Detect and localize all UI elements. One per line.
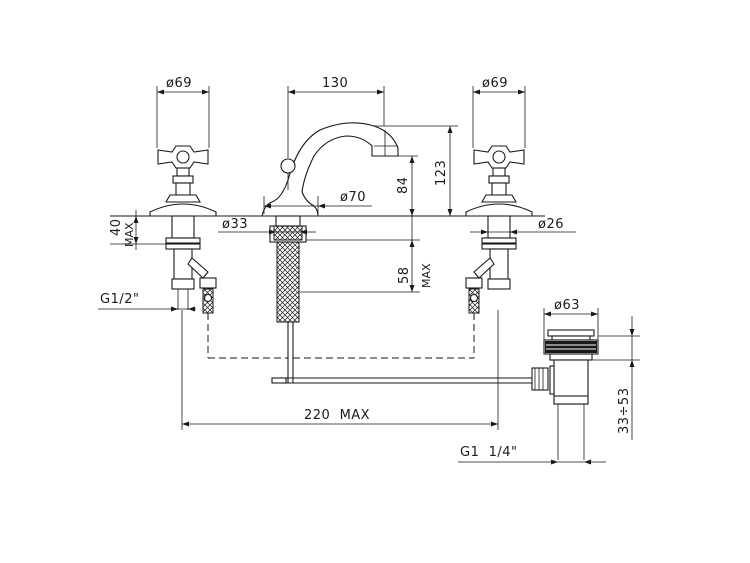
dim-width-max: 220 MAX bbox=[304, 408, 370, 423]
dim-drain-dia: ø63 bbox=[554, 298, 580, 313]
dim-spout-height-upper: 84 bbox=[396, 176, 411, 194]
dimension-labels: ø69 130 ø69 123 84 ø70 ø33 ø26 40 MAX 58… bbox=[100, 76, 632, 460]
dim-handle-left-dia: ø69 bbox=[166, 76, 192, 91]
dim-shank-dia-right: ø26 bbox=[538, 217, 564, 232]
right-valve bbox=[465, 145, 533, 358]
dim-deck-max-left-suffix: MAX bbox=[123, 222, 136, 247]
dim-drain-thread: G1 1/4" bbox=[460, 445, 518, 460]
dim-deck-max-center-value: 58 bbox=[397, 266, 412, 284]
popup-drain bbox=[543, 329, 599, 460]
dimension-lines bbox=[98, 86, 640, 465]
dim-deck-max-left-value: 40 bbox=[109, 218, 124, 236]
dim-spout-spacing: 130 bbox=[322, 76, 348, 91]
left-valve bbox=[149, 145, 217, 358]
dim-inlet-thread: G1/2" bbox=[100, 292, 139, 307]
popup-rod bbox=[271, 367, 549, 391]
spout bbox=[261, 122, 399, 383]
dim-deck-max-center-suffix: MAX bbox=[420, 263, 433, 288]
dim-drain-range: 33÷53 bbox=[617, 388, 632, 434]
dim-handle-right-dia: ø69 bbox=[482, 76, 508, 91]
dim-escutcheon-dia: ø70 bbox=[340, 190, 366, 205]
dim-spout-height-total: 123 bbox=[434, 160, 449, 186]
dim-shank-dia-center: ø33 bbox=[222, 217, 248, 232]
